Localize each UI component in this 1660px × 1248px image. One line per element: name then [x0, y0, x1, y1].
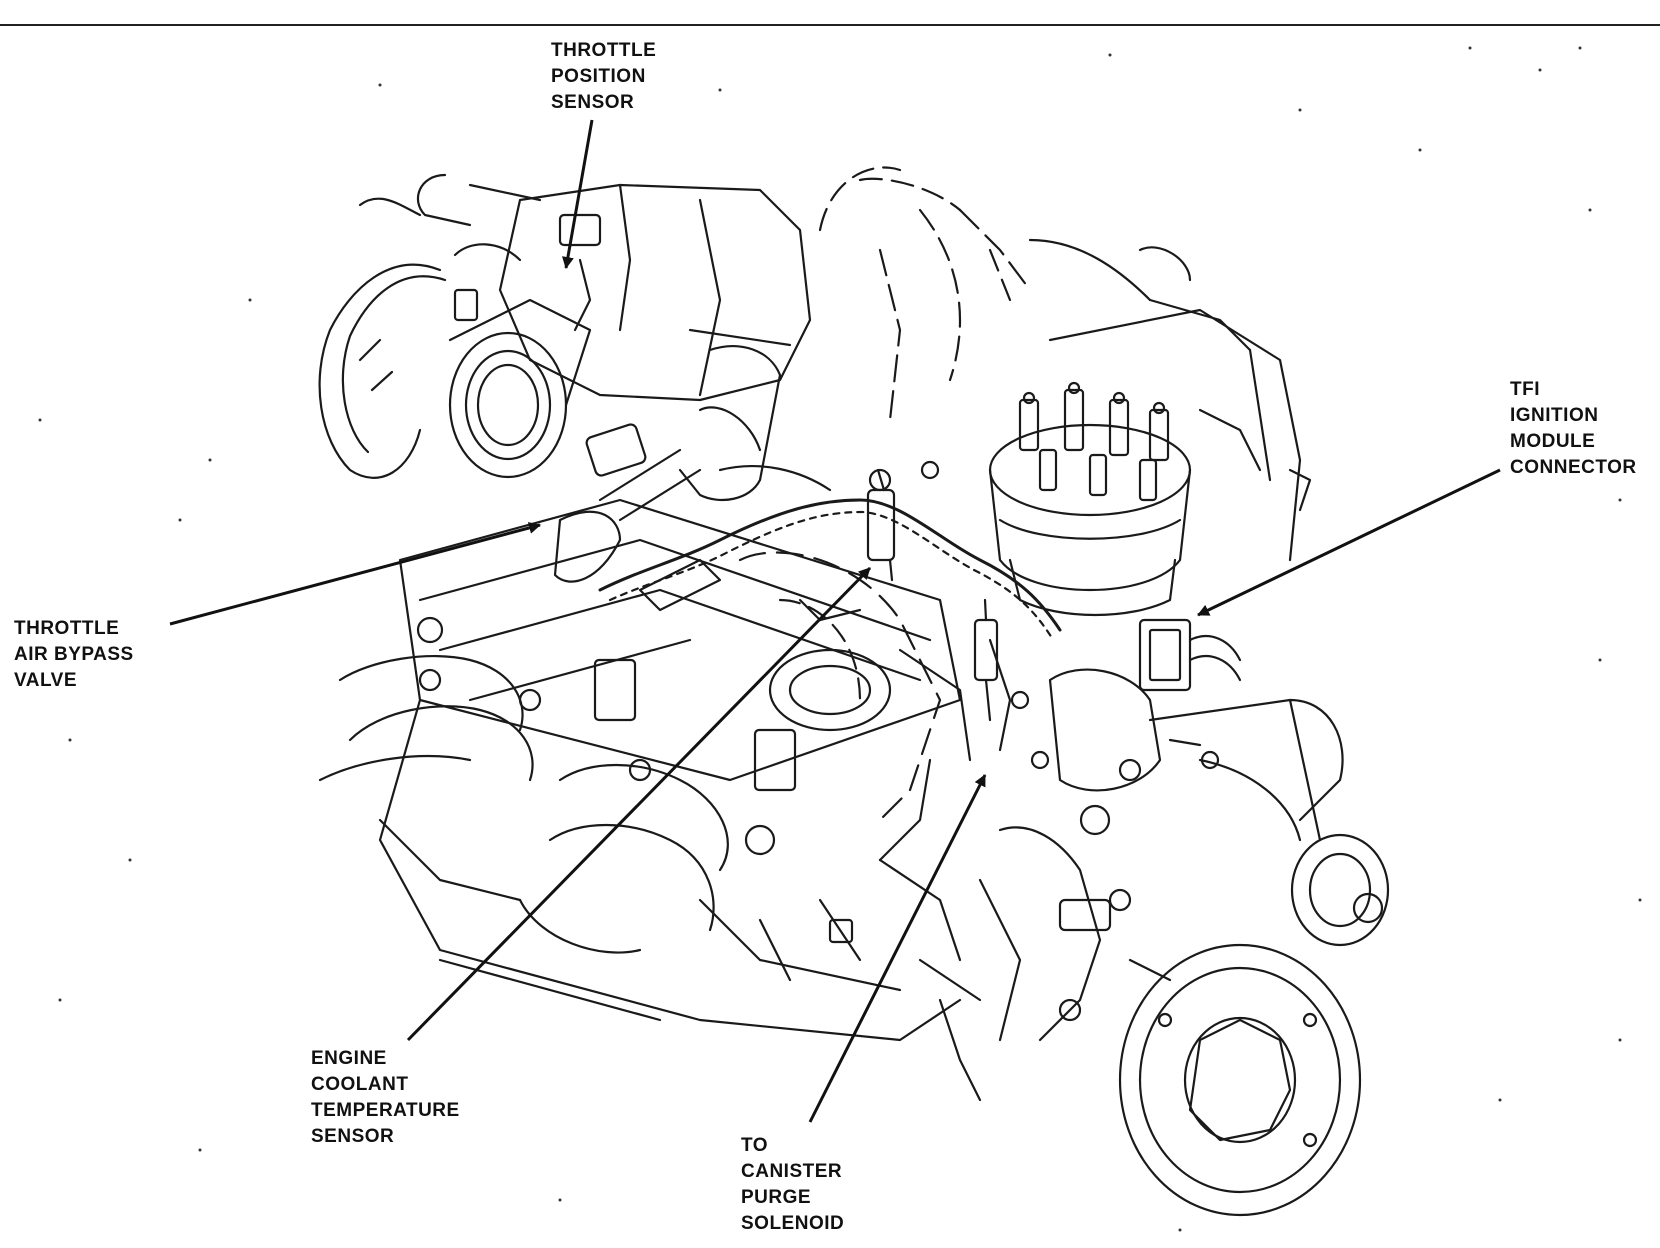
arrow-throttle-air-bypass-valve: [169, 522, 541, 626]
crank-pulley: [1118, 943, 1362, 1217]
label-to-canister-purge-solenoid: TO CANISTER PURGE SOLENOID: [741, 1135, 845, 1234]
intake-plenum: [498, 183, 812, 402]
valve-cover-left: [398, 498, 962, 792]
leader-arrows: [169, 119, 1501, 1123]
bypass-valve: [553, 328, 792, 583]
label-tfi-ignition-module-connector: TFI IGNITION MODULE CONNECTOR: [1510, 379, 1637, 478]
tps-wire-loop: [318, 263, 442, 479]
arrow-tfi-ignition-module-connector: [1197, 468, 1501, 617]
label-throttle-air-bypass-valve: THROTTLE AIR BYPASS VALVE: [14, 618, 134, 691]
label-engine-coolant-temperature-sensor: ENGINE COOLANT TEMPERATURE SENSOR: [311, 1048, 460, 1147]
engine-illustration: [318, 166, 1390, 1217]
label-throttle-position-sensor: THROTTLE POSITION SENSOR: [551, 40, 657, 113]
lower-block: [378, 698, 962, 1042]
arrow-throttle-position-sensor: [561, 119, 594, 269]
exhaust-manifold: [318, 616, 776, 954]
arrow-to-canister-purge-solenoid: [808, 774, 987, 1123]
arrow-engine-coolant-temperature-sensor: [406, 566, 872, 1042]
water-pump: [1048, 668, 1390, 947]
coolant-sensor: [866, 468, 896, 582]
top-rule: [0, 24, 1660, 26]
air-duct-outline: [818, 166, 902, 232]
tfi-connector: [1138, 618, 1242, 692]
speckle-dots: [38, 46, 1642, 1232]
distributor: [988, 381, 1192, 617]
throttle-body: [448, 298, 592, 479]
